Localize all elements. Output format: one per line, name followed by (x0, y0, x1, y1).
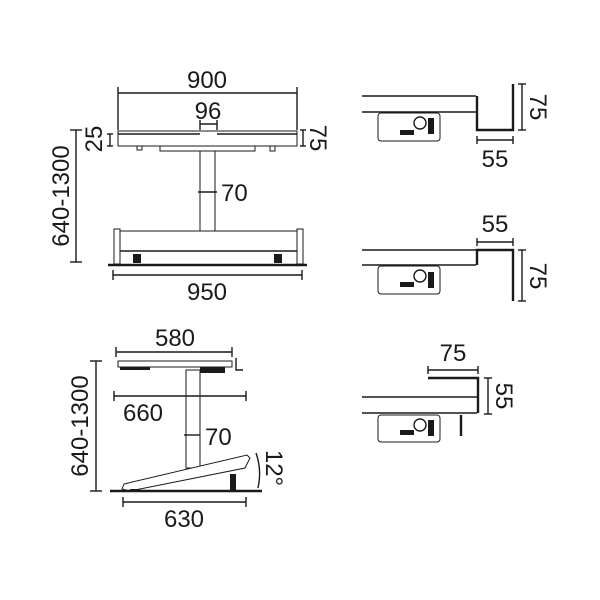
junction-box (377, 265, 441, 295)
caster (133, 254, 141, 263)
dimension-660: 660 (113, 391, 247, 427)
junction-box (377, 112, 441, 142)
profile-3-depth-label: 75 (440, 340, 467, 367)
base-width-label: 950 (187, 279, 227, 306)
profile-1-height-label: 75 (524, 94, 551, 121)
top-thickness-right-label: 75 (304, 125, 331, 152)
dimension-580: 580 (115, 325, 233, 357)
dimension-96: 96 (195, 98, 222, 130)
front-view: 900 96 70 (48, 67, 331, 306)
profile-1-depth-label: 55 (482, 146, 509, 173)
dimension-630: 630 (122, 497, 247, 533)
side-view: 580 660 70 630 (67, 325, 287, 533)
dimension-75-front: 75 (300, 125, 331, 152)
dimension-height-side: 640-1300 (67, 360, 102, 492)
profile-2-depth-label: 55 (482, 211, 509, 238)
base (113, 228, 304, 265)
profile-detail-1: 75 55 (362, 83, 551, 173)
column-width-label: 96 (195, 98, 222, 125)
tilt-angle-label: 12° (260, 450, 287, 486)
dimension-height-front: 640-1300 (48, 129, 82, 263)
profile-detail-2: 55 75 (362, 211, 551, 302)
top-depth-label: 580 (155, 325, 195, 352)
mid-depth-label: 660 (123, 400, 163, 427)
dimension-angle: 12° (255, 450, 287, 489)
width-top-label: 900 (187, 67, 227, 94)
profile-3-height-label: 55 (490, 383, 517, 410)
column (199, 150, 216, 244)
base-depth-label: 630 (164, 506, 204, 533)
dimension-900: 900 (117, 67, 298, 130)
height-range-label: 640-1300 (48, 145, 75, 246)
profile-2-height-label: 75 (524, 263, 551, 290)
caster (274, 254, 282, 263)
profile-detail-3: 75 55 (362, 340, 517, 443)
column-label: 70 (221, 180, 248, 207)
side-column (185, 369, 201, 469)
dimension-25: 25 (81, 126, 113, 153)
side-height-range-label: 640-1300 (67, 375, 94, 476)
dimension-950: 950 (112, 270, 303, 306)
tabletop (117, 130, 298, 152)
side-column-label: 70 (205, 424, 232, 451)
junction-box (377, 414, 441, 443)
side-tabletop (117, 358, 243, 373)
top-thickness-left-label: 25 (81, 126, 108, 153)
